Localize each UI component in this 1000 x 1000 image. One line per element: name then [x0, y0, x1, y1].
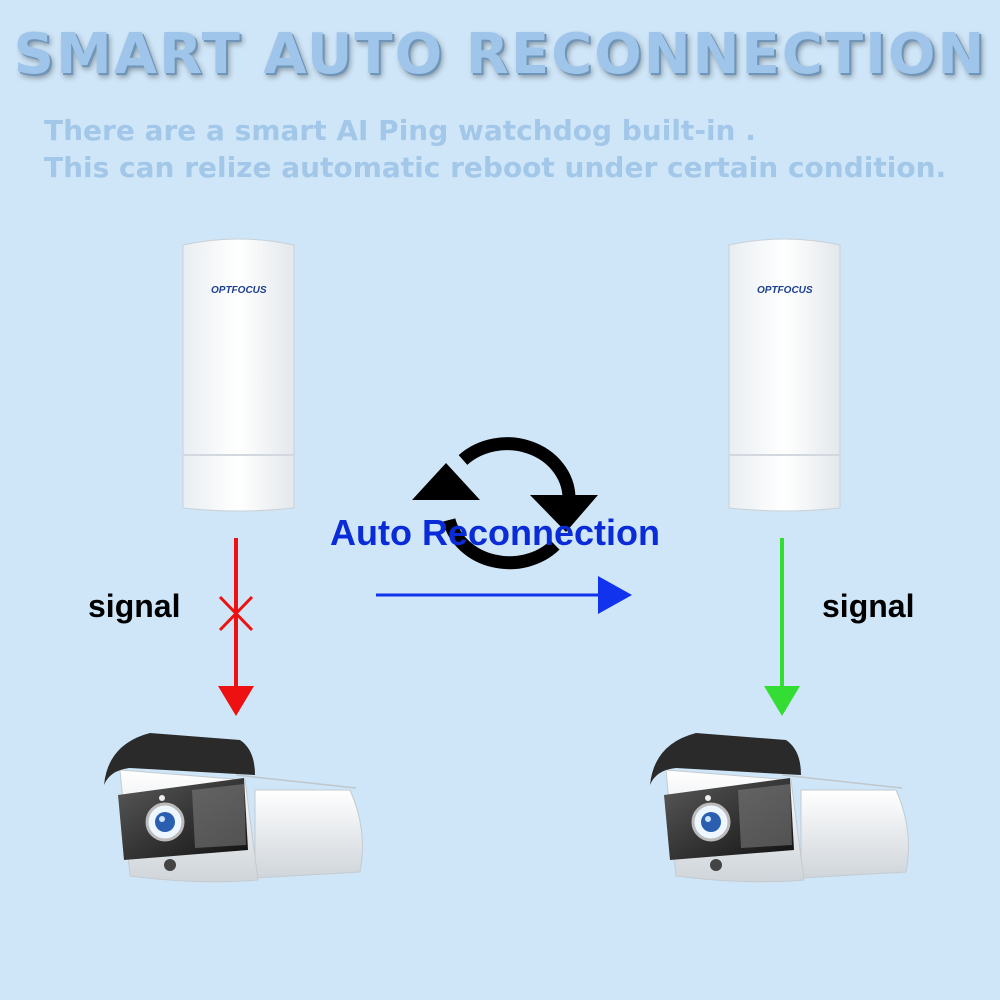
cross-mark-icon [218, 595, 254, 632]
left-cpe-device: OPTFOCUS [182, 238, 295, 512]
page-title: SMART AUTO RECONNECTION [13, 22, 987, 87]
subtitle-line-2: This can relize automatic reboot under c… [44, 151, 947, 184]
auto-reconnection-label: Auto Reconnection [330, 512, 660, 553]
left-cpe-brand-logo: OPTFOCUS [211, 285, 267, 296]
right-cpe-brand-logo: OPTFOCUS [757, 285, 813, 296]
subtitle-line-1: There are a smart AI Ping watchdog built… [44, 114, 756, 147]
reconnect-arrow [376, 576, 632, 614]
right-bullet-camera [650, 733, 909, 883]
right-cpe-device: OPTFOCUS [728, 238, 841, 512]
right-signal-arrow [764, 538, 800, 716]
right-signal-label: signal [822, 588, 915, 624]
left-bullet-camera [104, 733, 363, 883]
left-signal-label: signal [88, 588, 181, 624]
cycle-arrows-icon [412, 437, 598, 570]
